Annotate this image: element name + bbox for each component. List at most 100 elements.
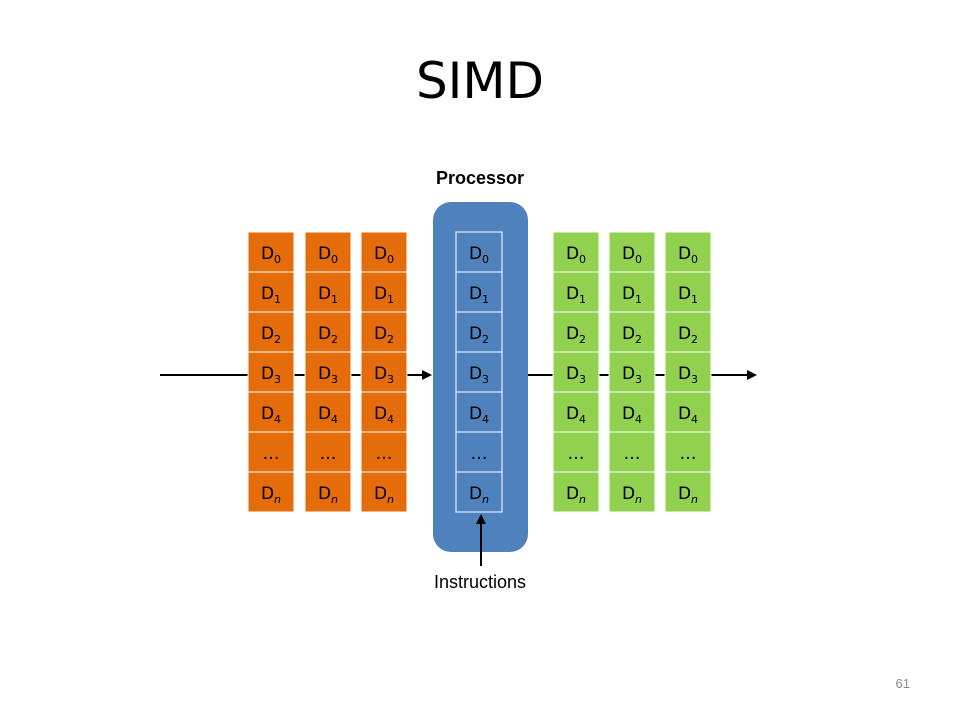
data-cell-label: D0 xyxy=(678,244,698,266)
data-cell xyxy=(360,431,408,473)
data-cell-label: D0 xyxy=(622,244,642,266)
data-cell xyxy=(664,431,712,473)
data-cell-label: D1 xyxy=(469,284,489,306)
data-cell xyxy=(455,311,503,353)
data-cell-label: D2 xyxy=(469,324,489,346)
data-cell xyxy=(455,351,503,393)
data-cell-label: D4 xyxy=(622,404,642,426)
data-cell xyxy=(608,231,656,273)
data-cell-label: … xyxy=(680,444,697,464)
data-cell xyxy=(247,431,295,473)
data-cell xyxy=(552,351,600,393)
data-cell-label: D4 xyxy=(374,404,394,426)
data-cell xyxy=(552,471,600,513)
data-cell xyxy=(664,271,712,313)
data-cell-label: D4 xyxy=(678,404,698,426)
data-columns: D0D1D2D3D4…DnD0D1D2D3D4…DnD0D1D2D3D4…DnD… xyxy=(247,231,712,513)
data-cell xyxy=(304,471,352,513)
data-cell-label: D1 xyxy=(566,284,586,306)
data-cell-label: D2 xyxy=(261,324,281,346)
data-cell-label: D0 xyxy=(566,244,586,266)
data-cell xyxy=(608,391,656,433)
data-cell-label: D4 xyxy=(566,404,586,426)
data-cell xyxy=(247,471,295,513)
data-cell-label: D2 xyxy=(318,324,338,346)
data-cell-label: Dn xyxy=(678,484,698,506)
data-cell xyxy=(247,271,295,313)
data-cell xyxy=(455,231,503,273)
data-cell-label: D1 xyxy=(374,284,394,306)
data-cell-label: … xyxy=(471,444,488,464)
data-cell-label: … xyxy=(568,444,585,464)
data-cell-label: … xyxy=(320,444,337,464)
processor-label: Processor xyxy=(435,168,525,188)
data-cell xyxy=(455,471,503,513)
data-cell xyxy=(360,471,408,513)
data-cell-label: D1 xyxy=(261,284,281,306)
data-cell-label: D0 xyxy=(261,244,281,266)
data-cell-label: Dn xyxy=(261,484,281,506)
data-cell-label: D3 xyxy=(261,364,281,386)
data-cell-label: D3 xyxy=(622,364,642,386)
data-cell xyxy=(608,351,656,393)
data-cell-label: D3 xyxy=(469,364,489,386)
data-cell-label: D0 xyxy=(318,244,338,266)
page-number: 61 xyxy=(895,676,910,691)
data-cell xyxy=(608,431,656,473)
data-cell-label: D1 xyxy=(622,284,642,306)
data-cell xyxy=(360,311,408,353)
data-cell-label: D3 xyxy=(678,364,698,386)
data-cell xyxy=(455,431,503,473)
data-cell xyxy=(247,311,295,353)
data-cell xyxy=(247,231,295,273)
data-cell-label: D1 xyxy=(318,284,338,306)
data-cell xyxy=(360,391,408,433)
data-cell xyxy=(552,231,600,273)
data-cell xyxy=(304,351,352,393)
data-cell xyxy=(304,311,352,353)
data-cell-label: Dn xyxy=(318,484,338,506)
data-cell-label: Dn xyxy=(566,484,586,506)
data-cell-label: D3 xyxy=(318,364,338,386)
instructions-label: Instructions xyxy=(433,572,527,592)
data-cell xyxy=(664,391,712,433)
data-cell xyxy=(552,311,600,353)
data-cell-label: D2 xyxy=(678,324,698,346)
data-cell-label: … xyxy=(263,444,280,464)
data-cell-label: D2 xyxy=(374,324,394,346)
data-cell xyxy=(664,471,712,513)
data-cell-label: D2 xyxy=(566,324,586,346)
data-cell-label: Dn xyxy=(469,484,489,506)
data-cell-label: D2 xyxy=(622,324,642,346)
data-cell xyxy=(664,311,712,353)
data-cell-label: D0 xyxy=(374,244,394,266)
data-cell-label: D4 xyxy=(261,404,281,426)
data-cell-label: Dn xyxy=(374,484,394,506)
data-cell-label: … xyxy=(376,444,393,464)
data-cell-label: D4 xyxy=(469,404,489,426)
data-cell xyxy=(608,311,656,353)
data-cell xyxy=(304,431,352,473)
data-cell xyxy=(608,271,656,313)
data-cell xyxy=(552,271,600,313)
data-cell xyxy=(360,271,408,313)
data-cell xyxy=(552,391,600,433)
data-cell xyxy=(304,231,352,273)
data-cell-label: … xyxy=(624,444,641,464)
data-cell xyxy=(304,271,352,313)
data-cell xyxy=(455,271,503,313)
data-cell xyxy=(247,391,295,433)
data-cell-label: D3 xyxy=(566,364,586,386)
data-cell-label: Dn xyxy=(622,484,642,506)
slide-title: SIMD xyxy=(415,52,545,110)
data-cell-label: D0 xyxy=(469,244,489,266)
data-cell-label: D1 xyxy=(678,284,698,306)
